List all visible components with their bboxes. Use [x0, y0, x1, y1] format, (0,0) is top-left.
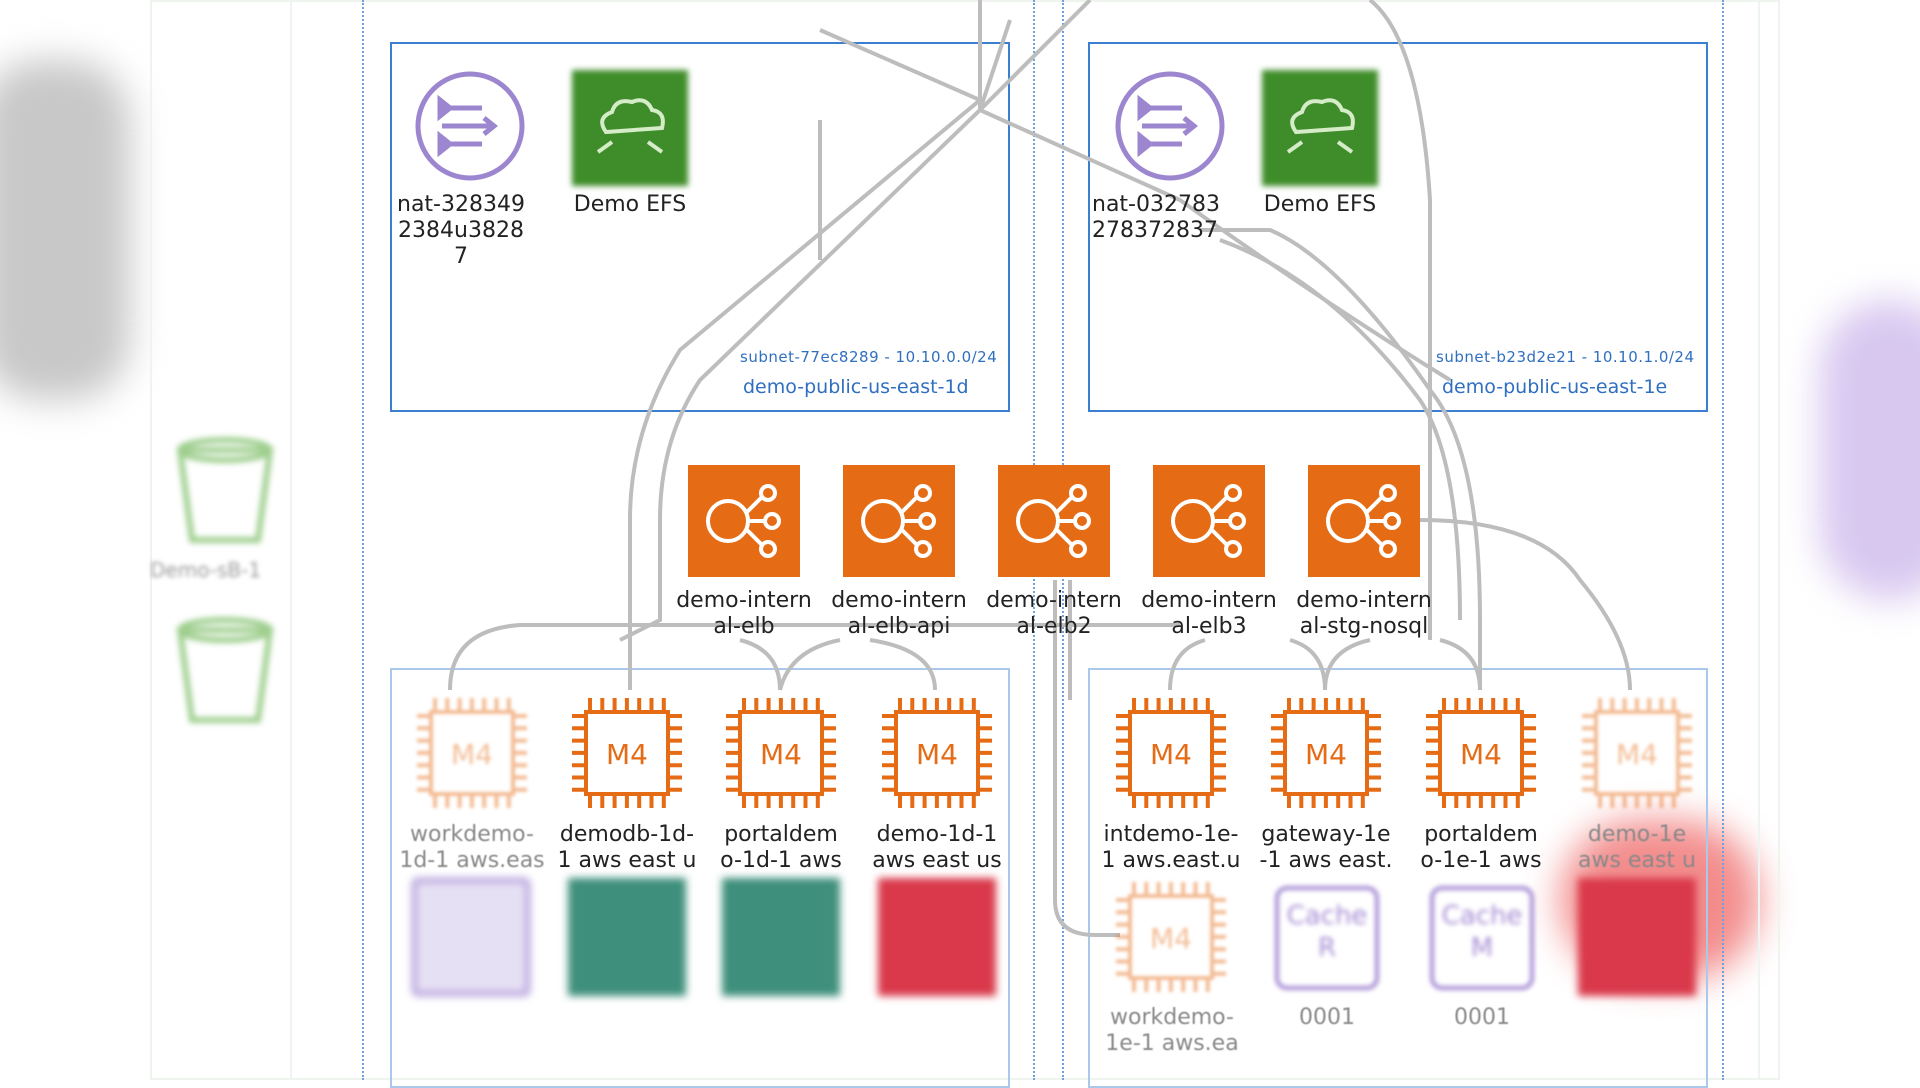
database-icon[interactable] — [412, 878, 530, 996]
subnet-name: demo-public-us-east-1e — [1442, 376, 1668, 398]
instance-label: demo-1d-1 aws east us — [872, 822, 1002, 873]
load-balancer-label: demo-intern al-elb3 — [1141, 588, 1277, 639]
efs-icon[interactable] — [572, 70, 688, 186]
ec2-instance[interactable]: M4 — [413, 694, 531, 812]
cache-label: 0001 — [1454, 1005, 1510, 1030]
ec2-instance-icon: M4 — [882, 698, 992, 808]
ec2-instance[interactable]: M4 — [1267, 694, 1385, 812]
chip-type: M4 — [451, 738, 493, 771]
ec2-instance[interactable]: M4 — [722, 694, 840, 812]
ec2-instance-icon: M4 — [1116, 698, 1226, 808]
load-balancer-label: demo-intern al-elb2 — [986, 588, 1122, 639]
efs-label: Demo EFS — [1263, 192, 1377, 217]
nat-label: nat-032783 278372837 — [1092, 192, 1220, 243]
ec2-instance-icon: M4 — [572, 698, 682, 808]
load-balancer-label: demo-intern al-elb-api — [831, 588, 967, 639]
ec2-instance-icon: M4 — [417, 698, 527, 808]
elb-glyph — [1016, 484, 1091, 558]
instance-label: demodb-1d- 1 aws east u — [557, 822, 697, 873]
load-balancer-icon[interactable] — [843, 465, 955, 577]
s3-bucket-icon — [170, 430, 280, 554]
load-balancer-label: demo-intern al-stg-nosql — [1296, 588, 1432, 639]
elb-glyph — [1326, 484, 1401, 558]
load-balancer-label: demo-intern al-elb — [676, 588, 812, 639]
load-balancer-icon[interactable] — [1308, 465, 1420, 577]
chip-type: M4 — [760, 738, 802, 771]
ec2-instance-icon: M4 — [1116, 882, 1226, 992]
elb-glyph — [706, 484, 781, 558]
instance-label: demo-1e aws east u — [1578, 822, 1696, 873]
instance-label: portaldem o-1e-1 aws — [1420, 822, 1542, 873]
ec2-instance-icon: M4 — [1271, 698, 1381, 808]
s3-bucket-icon — [170, 610, 280, 734]
container-icon[interactable] — [722, 878, 840, 996]
bucket-label: Demo-sB-1 — [150, 558, 262, 582]
ec2-instance-icon: M4 — [726, 698, 836, 808]
efs-label: Demo EFS — [573, 192, 687, 217]
instance-label: workdemo- 1e-1 aws.ea — [1105, 1005, 1239, 1056]
elb-glyph — [1171, 484, 1246, 558]
instance-label: workdemo- 1d-1 aws.eas — [399, 822, 545, 873]
cache-text: Cache R — [1286, 901, 1368, 963]
subnet-id: subnet-b23d2e21 - 10.10.1.0/24 — [1436, 348, 1695, 366]
container-icon[interactable] — [568, 878, 686, 996]
efs-cloud-icon — [596, 98, 665, 154]
efs-cloud-icon — [1286, 98, 1355, 154]
ec2-instance-icon: M4 — [1582, 698, 1692, 808]
nat-gateway-icon[interactable] — [1112, 68, 1228, 184]
elb-glyph — [861, 484, 936, 558]
directory-icon[interactable] — [1578, 878, 1696, 996]
chip-type: M4 — [916, 738, 958, 771]
instance-workdemo-1e[interactable]: M4 — [1112, 878, 1230, 996]
az-divider — [362, 0, 364, 1080]
cache-label: 0001 — [1299, 1005, 1355, 1030]
ec2-instance[interactable]: M4 — [1578, 694, 1696, 812]
chip-type: M4 — [1150, 922, 1192, 955]
ec2-instance[interactable]: M4 — [1422, 694, 1540, 812]
ec2-instance[interactable]: M4 — [568, 694, 686, 812]
az-divider — [1722, 0, 1724, 1080]
cache-text: Cache M — [1441, 901, 1523, 963]
chip-type: M4 — [1460, 738, 1502, 771]
ec2-instance[interactable]: M4 — [878, 694, 996, 812]
chip-type: M4 — [1150, 738, 1192, 771]
load-balancer-icon[interactable] — [688, 465, 800, 577]
directory-icon[interactable] — [878, 878, 996, 996]
instance-label: gateway-1e -1 aws east. — [1259, 822, 1393, 873]
elasticache-icon[interactable]: Cache R — [1275, 886, 1379, 990]
instance-label: portaldem o-1d-1 aws — [720, 822, 842, 873]
nat-label: nat-328349 2384u3828 7 — [397, 192, 525, 269]
load-balancer-icon[interactable] — [998, 465, 1110, 577]
blurred-panel-right — [1820, 300, 1920, 600]
elasticache-icon[interactable]: Cache M — [1430, 886, 1534, 990]
chip-type: M4 — [1305, 738, 1347, 771]
efs-icon[interactable] — [1262, 70, 1378, 186]
chip-type: M4 — [1616, 738, 1658, 771]
ec2-instance[interactable]: M4 — [1112, 694, 1230, 812]
chip-type: M4 — [606, 738, 648, 771]
load-balancer-icon[interactable] — [1153, 465, 1265, 577]
instance-label: intdemo-1e- 1 aws.east.u — [1101, 822, 1241, 873]
blurred-panel-left — [0, 60, 130, 400]
nat-gateway-icon[interactable] — [412, 68, 528, 184]
subnet-name: demo-public-us-east-1d — [743, 376, 969, 398]
ec2-instance-icon: M4 — [1426, 698, 1536, 808]
subnet-id: subnet-77ec8289 - 10.10.0.0/24 — [740, 348, 998, 366]
